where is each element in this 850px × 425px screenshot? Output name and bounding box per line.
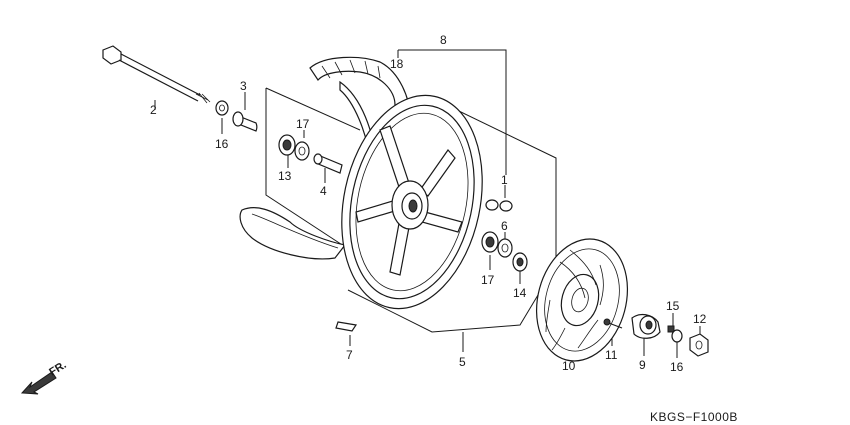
callout-1: 1: [501, 173, 508, 187]
callout-9: 9: [639, 358, 646, 372]
distance-collar: [313, 153, 343, 174]
callout-labels: 8 18 3 2 17 16 13 4 1 6 17 14 7 5 10 11 …: [150, 33, 707, 374]
callout-18: 18: [390, 57, 404, 71]
bearing-left: [278, 134, 310, 161]
diagram-code: KBGS−F1000B: [650, 410, 738, 424]
retainer: [497, 238, 513, 258]
callout-17-left: 17: [296, 117, 310, 131]
callout-15: 15: [666, 299, 680, 313]
callout-8: 8: [440, 33, 447, 47]
wheel-rim: [341, 94, 483, 310]
callout-5: 5: [459, 355, 466, 369]
callout-16-left: 16: [215, 137, 229, 151]
axle-nut: [689, 333, 709, 357]
bearing-right: [481, 231, 499, 253]
callout-10: 10: [562, 359, 576, 373]
small-pin: [667, 325, 675, 333]
callout-14: 14: [513, 286, 527, 300]
callout-17-right: 17: [481, 273, 495, 287]
valve: [335, 321, 358, 332]
callout-13: 13: [278, 169, 292, 183]
hub-bolts: [485, 199, 513, 212]
speedometer-gearbox: [631, 313, 661, 339]
washer-left-hole: [219, 104, 225, 112]
dust-seal-right: [512, 252, 528, 272]
callout-7: 7: [346, 348, 353, 362]
callout-11: 11: [605, 348, 618, 362]
callout-16-right: 16: [670, 360, 684, 374]
callout-12: 12: [693, 312, 707, 326]
washer-left: [215, 100, 229, 116]
callout-6: 6: [501, 219, 508, 233]
callout-4: 4: [320, 184, 327, 198]
callout-3: 3: [240, 79, 247, 93]
callout-2: 2: [150, 103, 157, 117]
washer-right: [671, 329, 683, 343]
front-axle: [102, 45, 211, 104]
front-direction-arrow: [20, 371, 57, 395]
brake-disc: [535, 238, 629, 362]
side-collar: [232, 111, 258, 132]
disc-bolt: [603, 318, 623, 329]
tire-lower: [239, 207, 347, 260]
